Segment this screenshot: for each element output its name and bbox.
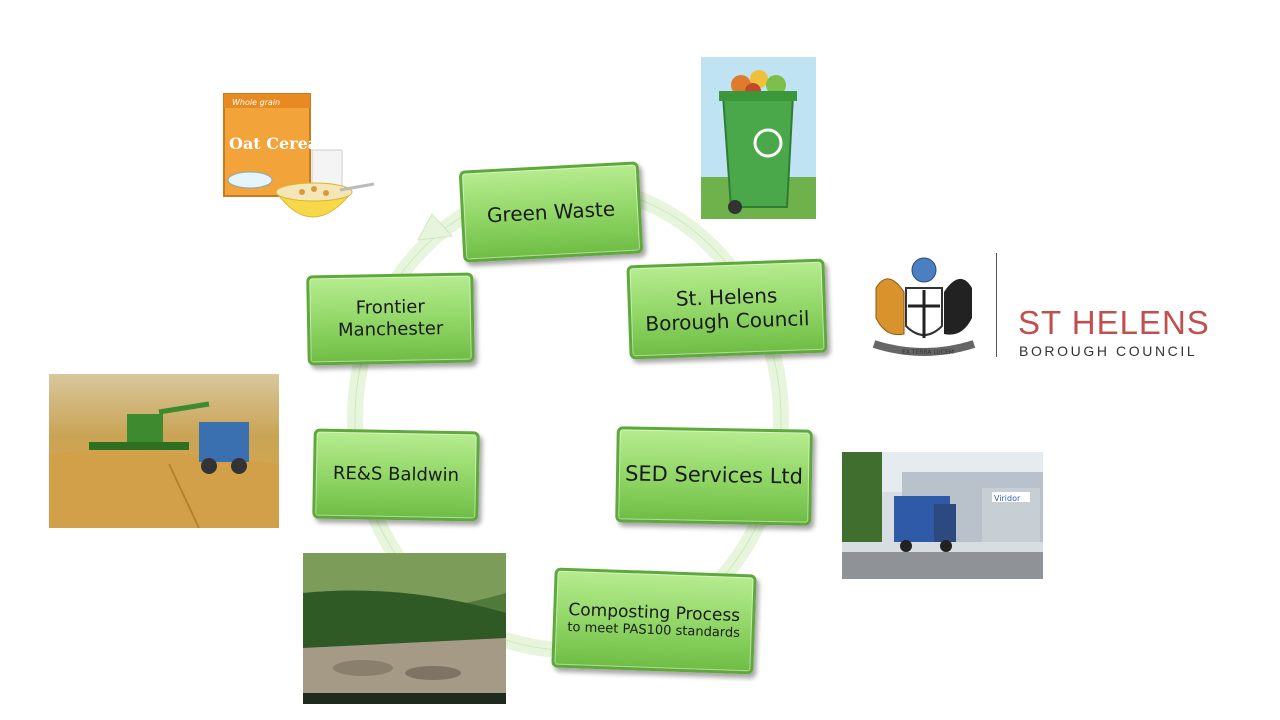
harvester-photo — [49, 374, 279, 528]
node-frontier-label-1: Frontier — [355, 296, 425, 320]
cycle-arrow-head — [417, 213, 454, 241]
cereal-name: Oat Cereal — [229, 134, 324, 153]
node-green-waste: Green Waste — [458, 161, 644, 263]
crest-logo-icon: EX TERRA LUCEM — [868, 248, 980, 360]
node-frontier-label-2: Manchester — [337, 318, 444, 341]
cereal-brand: Whole grain — [232, 98, 280, 107]
green-bin-photo — [701, 57, 816, 219]
logo-subtitle: BOROUGH COUNCIL — [1019, 343, 1198, 359]
node-baldwin: RE&S Baldwin — [312, 428, 480, 522]
node-sed-services: SED Services Ltd — [615, 426, 813, 526]
logo-divider — [996, 253, 997, 357]
node-st-helens-label-2: Borough Council — [645, 306, 810, 336]
node-st-helens-label-1: St. Helens — [675, 283, 778, 311]
node-st-helens-council: St. Helens Borough Council — [626, 258, 828, 360]
crest-motto: EX TERRA LUCEM — [902, 349, 954, 356]
composting-site-photo — [303, 553, 506, 704]
node-composting: Composting Process to meet PAS100 standa… — [551, 567, 757, 675]
cereal-illustration: Whole grain Oat Cereal — [222, 92, 382, 234]
depot-sign: Viridor — [994, 494, 1021, 503]
node-baldwin-label: RE&S Baldwin — [332, 463, 460, 487]
logo-title: ST HELENS — [1018, 304, 1210, 341]
node-frontier: Frontier Manchester — [306, 272, 475, 366]
node-sed-label: SED Services Ltd — [624, 461, 804, 489]
depot-photo: Viridor — [842, 452, 1043, 579]
node-green-waste-label: Green Waste — [486, 196, 616, 228]
